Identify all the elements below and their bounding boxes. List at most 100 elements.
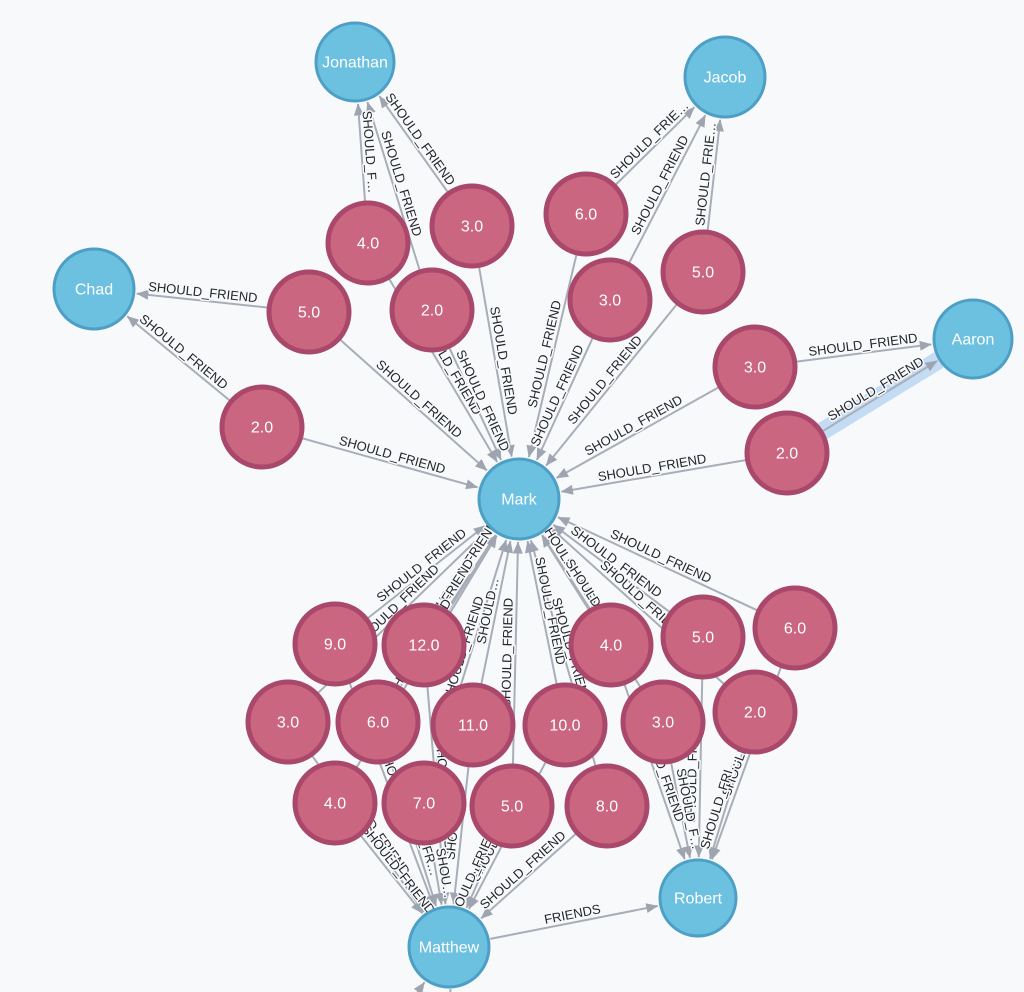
relationship-edge[interactable] [339,339,488,472]
relationship-edge[interactable] [615,106,696,186]
score-node-circle[interactable] [381,602,467,688]
score-node-circle[interactable] [752,585,838,671]
score-node-circle[interactable] [266,269,352,355]
relationship-edge[interactable] [557,516,758,612]
relationship-edge[interactable] [480,833,577,920]
relationship-edge[interactable] [708,751,744,860]
graph-node-s4[interactable]: 5.0 [660,229,746,315]
graph-node-s8[interactable]: 3.0 [712,324,798,410]
score-node-circle[interactable] [564,763,650,849]
score-node-circle[interactable] [568,602,654,688]
graph-node-chad[interactable]: Chad [52,247,136,331]
relationship-edge[interactable] [545,303,678,467]
relationship-edge[interactable] [822,360,938,432]
score-node-circle[interactable] [381,760,467,846]
relationship-edge[interactable] [126,315,231,402]
graph-node-s14[interactable]: 5.0 [660,594,746,680]
graph-node-jacob[interactable]: Jacob [683,35,767,119]
graph-node-robert[interactable]: Robert [658,858,738,938]
graph-node-jonathan[interactable]: Jonathan [314,21,396,103]
person-node-circle[interactable] [683,35,767,119]
graph-node-s15[interactable]: 6.0 [752,585,838,671]
graph-node-s18[interactable]: 11.0 [430,682,516,768]
person-node-circle[interactable] [314,21,396,103]
relationship-edge[interactable] [367,524,486,619]
graph-node-s1[interactable]: 4.0 [325,200,411,286]
score-node-circle[interactable] [429,183,515,269]
relationship-edge[interactable] [449,766,470,905]
relationship-edge[interactable] [478,267,515,458]
graph-node-matthew[interactable]: Matthew [407,905,491,989]
score-node-circle[interactable] [660,229,746,315]
person-node-circle[interactable] [407,905,491,989]
graph-node-aaron[interactable]: Aaron [932,298,1014,380]
node-caption: 12.0 [408,638,439,655]
relationship-edge[interactable] [556,386,719,479]
graph-node-s17[interactable]: 6.0 [335,679,421,765]
relationship-edge[interactable] [136,289,268,309]
relationship-edge[interactable] [465,843,496,909]
score-node-circle[interactable] [712,669,798,755]
relationship-edge[interactable] [430,844,445,906]
score-node-circle[interactable] [219,384,305,470]
graph-node-s6[interactable]: 2.0 [389,267,475,353]
graph-node-s23[interactable]: 7.0 [381,760,467,846]
score-node-circle[interactable] [335,679,421,765]
graph-node-s9[interactable]: 2.0 [219,384,305,470]
score-node-circle[interactable] [712,324,798,410]
relationship-edge[interactable] [378,95,449,193]
relationship-edge[interactable] [373,981,426,992]
graph-node-s11[interactable]: 9.0 [292,601,378,687]
graph-node-s24[interactable]: 5.0 [469,763,555,849]
relationship-edge[interactable] [796,340,932,363]
graph-node-s5[interactable]: 5.0 [266,269,352,355]
graph-node-s16[interactable]: 3.0 [245,679,331,765]
score-node-circle[interactable] [620,679,706,765]
relationship-edge[interactable] [628,114,707,264]
relationship-edge[interactable] [526,254,578,458]
relationship-edge[interactable] [366,101,421,271]
graph-node-s21[interactable]: 2.0 [712,669,798,755]
score-node-circle[interactable] [389,267,475,353]
graph-node-s12[interactable]: 12.0 [381,602,467,688]
graph-node-s20[interactable]: 3.0 [620,679,706,765]
score-node-circle[interactable] [469,763,555,849]
relationship-edge[interactable] [448,347,502,461]
graph-node-s2[interactable]: 3.0 [429,183,515,269]
relationship-edge[interactable] [560,459,746,495]
score-node-circle[interactable] [292,601,378,687]
score-node-circle[interactable] [543,171,629,257]
person-node-circle[interactable] [477,457,561,541]
graph-node-s22[interactable]: 4.0 [292,760,378,846]
score-node-circle[interactable] [245,679,331,765]
score-node-circle[interactable] [522,682,608,768]
score-node-circle[interactable] [430,682,516,768]
score-node-circle[interactable] [292,760,378,846]
relationship-edge[interactable] [360,835,424,914]
score-node-circle[interactable] [744,410,830,496]
graph-node-mark[interactable]: Mark [477,457,561,541]
relationship-edge[interactable] [524,540,558,685]
graph-node-s10[interactable]: 2.0 [744,410,830,496]
graph-node-s19[interactable]: 10.0 [522,682,608,768]
node-caption: 3.0 [461,219,483,236]
relationship-edge[interactable] [302,437,479,490]
relationship-edge[interactable] [353,103,366,202]
graph-node-s7[interactable]: 3.0 [567,257,653,343]
relationship-edge[interactable] [706,119,724,231]
score-node-circle[interactable] [325,200,411,286]
person-node-circle[interactable] [932,298,1014,380]
score-node-circle[interactable] [567,257,653,343]
graph-node-s25[interactable]: 8.0 [564,763,650,849]
relationship-edge[interactable] [670,762,693,859]
relationship-edge[interactable] [535,337,594,461]
person-node-circle[interactable] [52,247,136,331]
graph-node-s3[interactable]: 6.0 [543,171,629,257]
score-node-circle[interactable] [660,594,746,680]
graph-node-s13[interactable]: 4.0 [568,602,654,688]
relationship-edge[interactable] [490,903,659,940]
person-node-circle[interactable] [658,858,738,938]
relationship-edge[interactable] [480,540,514,685]
relationship-edge[interactable] [552,523,671,613]
